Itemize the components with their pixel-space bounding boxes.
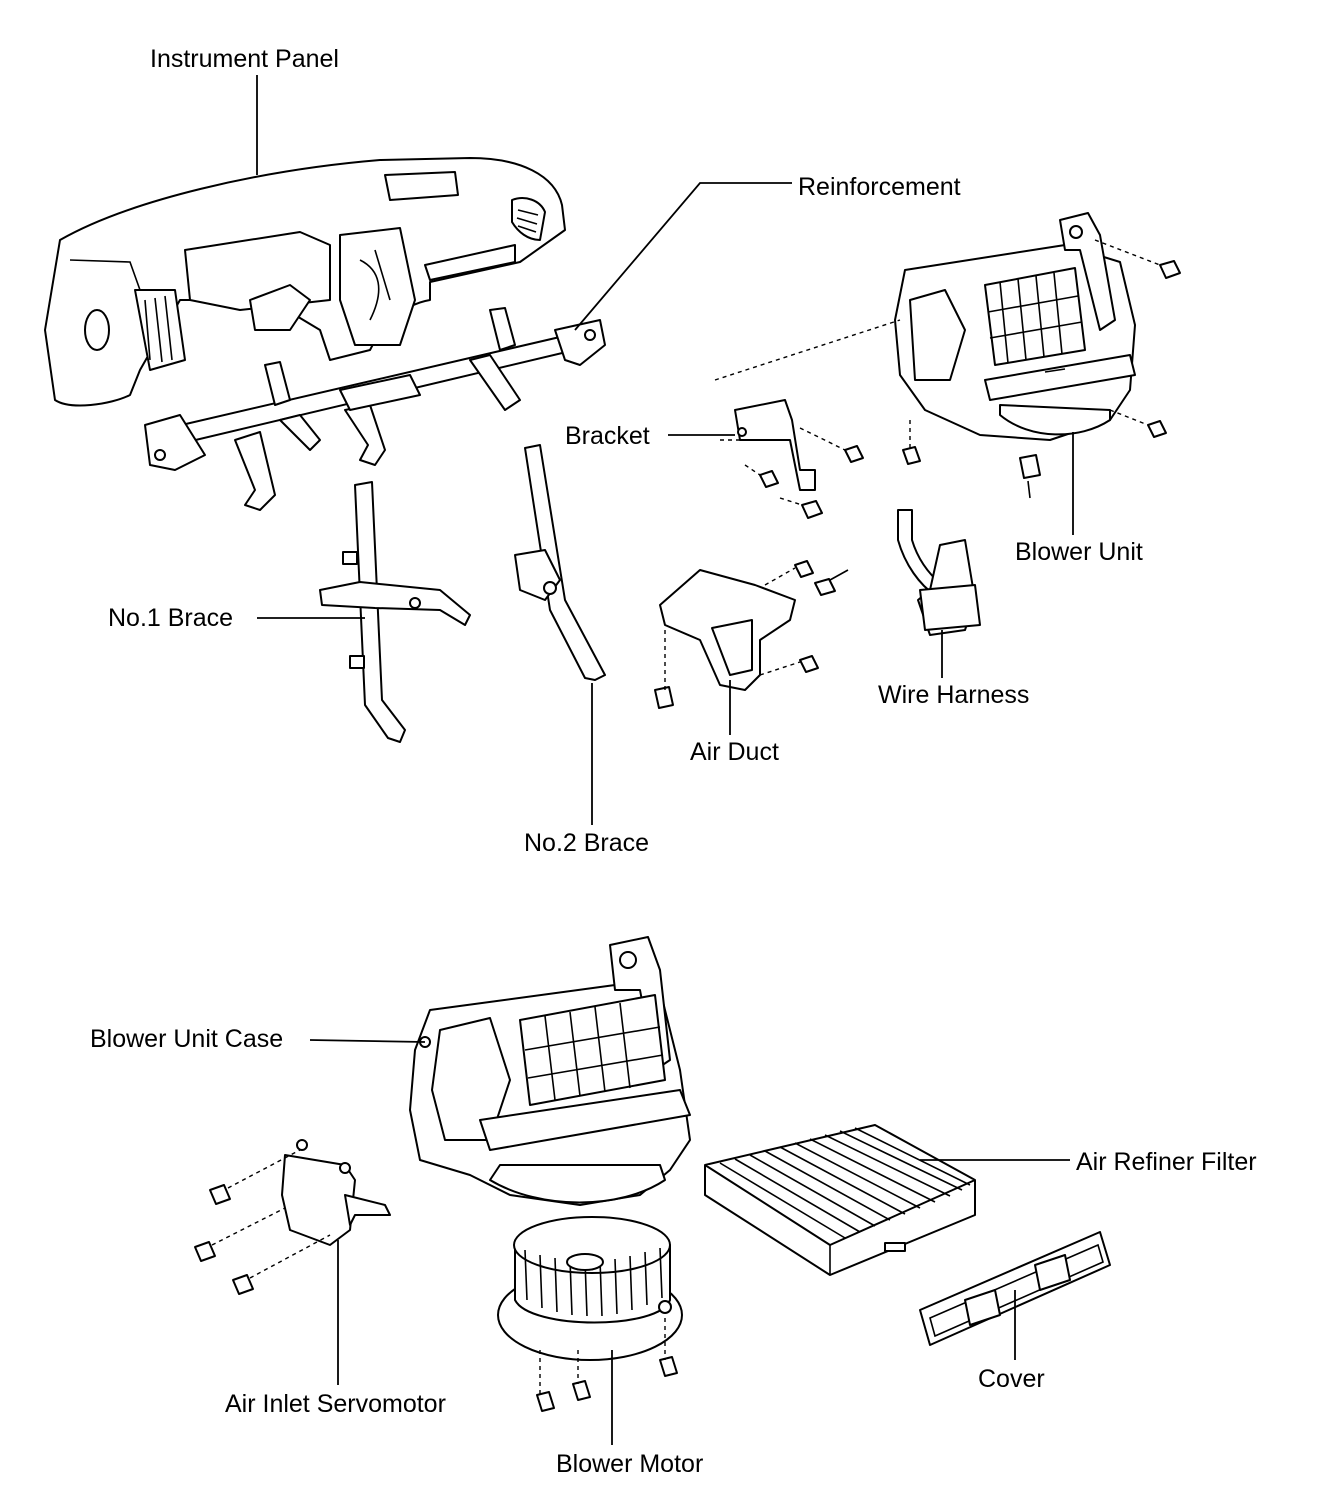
part-labels: Instrument Panel Reinforcement Bracket B… <box>90 45 1257 1478</box>
leader-reinforcement <box>574 182 792 331</box>
label-blower-unit: Blower Unit <box>1015 538 1143 566</box>
leader-blower-unit-case <box>309 1039 426 1043</box>
label-blower-motor: Blower Motor <box>556 1450 703 1478</box>
reinforcement-drawing <box>144 307 606 511</box>
instrument-panel-drawing <box>44 157 566 407</box>
label-cover: Cover <box>978 1365 1045 1393</box>
label-bracket: Bracket <box>565 422 650 450</box>
label-blower-unit-case: Blower Unit Case <box>90 1025 283 1053</box>
label-instrument-panel: Instrument Panel <box>150 45 339 73</box>
wire-harness-drawing <box>897 509 981 636</box>
label-air-duct: Air Duct <box>690 738 779 766</box>
bracket-drawing <box>720 399 864 519</box>
blower-motor-drawing <box>497 1216 683 1412</box>
air-refiner-filter-drawing <box>704 1124 976 1276</box>
label-no2-brace: No.2 Brace <box>524 829 649 857</box>
no2-brace-drawing <box>514 444 606 681</box>
no1-brace-drawing <box>319 481 471 743</box>
label-air-inlet-servomotor: Air Inlet Servomotor <box>225 1390 446 1418</box>
leader-lines <box>256 75 1074 1445</box>
label-no1-brace: No.1 Brace <box>108 604 233 632</box>
cover-drawing <box>919 1231 1111 1346</box>
blower-unit-drawing <box>714 212 1181 499</box>
air-duct-drawing <box>654 560 849 709</box>
air-inlet-servomotor-drawing <box>194 1139 391 1295</box>
label-air-refiner-filter: Air Refiner Filter <box>1076 1148 1257 1176</box>
label-reinforcement: Reinforcement <box>798 173 961 201</box>
label-wire-harness: Wire Harness <box>878 681 1029 709</box>
blower-unit-case-drawing <box>409 936 691 1206</box>
